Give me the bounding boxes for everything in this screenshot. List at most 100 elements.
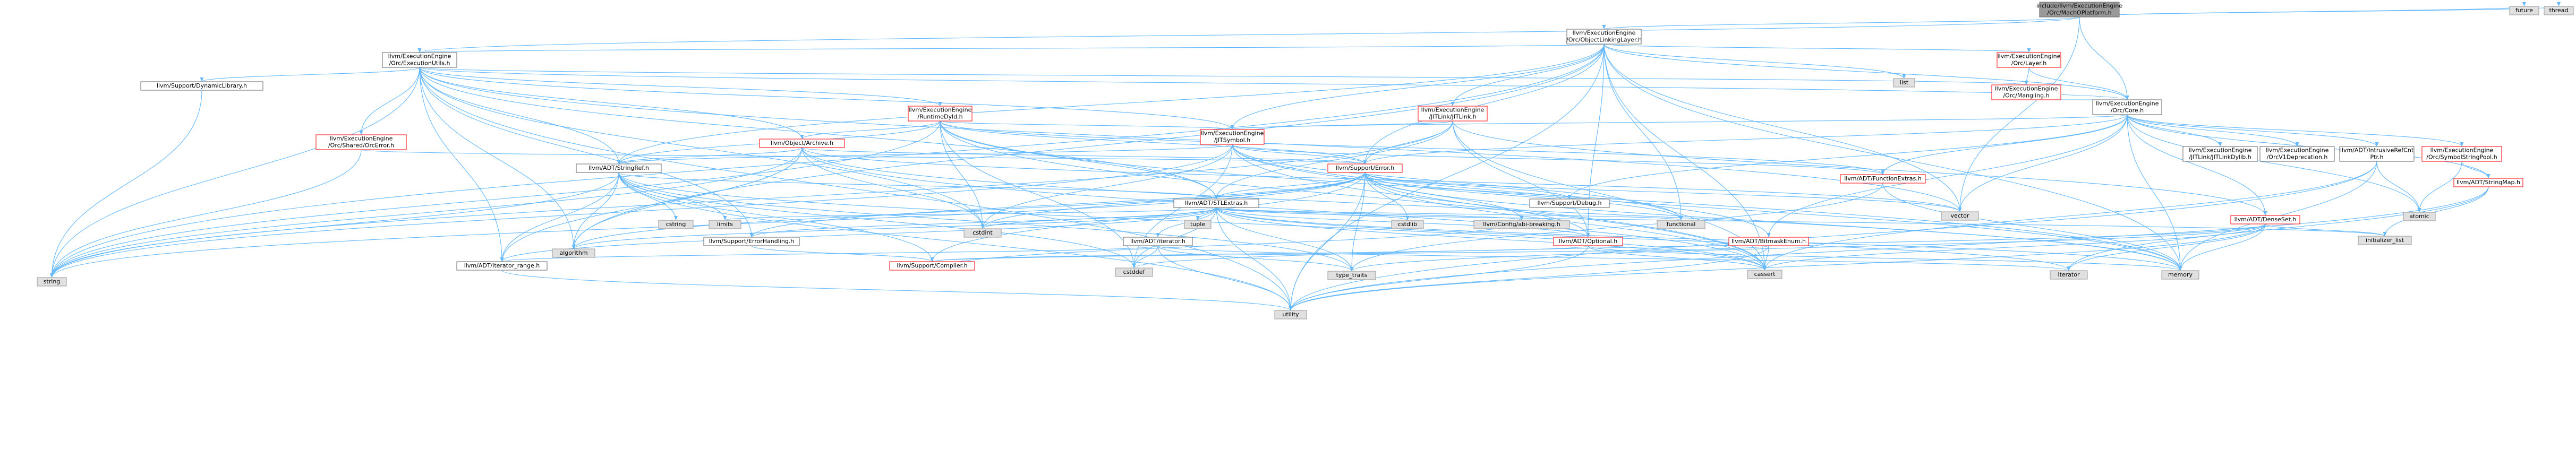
node-jitlink[interactable]: llvm/ExecutionEngine/JITLink/JITLink.h [1418, 106, 1488, 122]
dependency-edge [51, 144, 1233, 278]
node-cassert[interactable]: cassert [1747, 270, 1782, 279]
node-future[interactable]: future [2509, 6, 2539, 15]
dependency-edge [2265, 223, 2385, 237]
node-label: llvm/ExecutionEngine [1995, 85, 2058, 92]
edge-arrowhead [2295, 142, 2299, 146]
dependency-edge [940, 120, 983, 229]
node-limits[interactable]: limits [709, 220, 741, 229]
dependency-edge [1216, 207, 2069, 271]
dependency-edge [1588, 44, 1605, 238]
node-tuple[interactable]: tuple [1184, 220, 1212, 229]
node-box [1566, 29, 1642, 45]
node-mangling[interactable]: llvm/ExecutionEngine/Orc/Mangling.h [1991, 84, 2061, 100]
edge-arrowhead [1230, 125, 1234, 129]
dependency-edge [2079, 6, 2560, 18]
node-stringmap[interactable]: llvm/ADT/StringMap.h [2453, 178, 2523, 187]
node-label: /Orc/SymbolStringPool.h [2426, 154, 2497, 161]
node-funcextras[interactable]: llvm/ADT/FunctionExtras.h [1840, 174, 1926, 184]
edge-arrowhead [1763, 266, 1767, 270]
node-box [1941, 211, 1979, 221]
node-box [2358, 236, 2412, 245]
node-jitlinkdylib[interactable]: llvm/ExecutionEngine/JITLink/JITLinkDyli… [2182, 146, 2258, 162]
node-box [709, 220, 741, 229]
node-utility[interactable]: utility [1274, 310, 1307, 319]
node-box [576, 163, 662, 173]
node-label: cstdlib [1398, 221, 1417, 228]
node-label: /Orc/MachOPlatform.h [2047, 10, 2111, 16]
node-box [1274, 310, 1307, 319]
edge-arrowhead [749, 233, 754, 237]
node-label: llvm/Config/abi-breaking.h [1483, 221, 1560, 228]
node-box [552, 248, 595, 258]
node-orcv1[interactable]: llvm/ExecutionEngine/OrcV1Deprecation.h [2259, 146, 2335, 162]
node-sharedorc[interactable]: llvm/ExecutionEngine/Orc/Shared/OrcError… [315, 134, 407, 150]
dependency-edge [419, 67, 1233, 130]
node-cstdint[interactable]: cstdint [963, 228, 1002, 238]
dependency-edge [940, 120, 1233, 130]
node-supporterror[interactable]: llvm/Support/Error.h [1327, 163, 1403, 173]
node-cstdlib[interactable]: cstdlib [1391, 220, 1424, 229]
dependency-edge [1232, 144, 1765, 271]
edge-arrowhead [1405, 216, 1410, 220]
node-eu[interactable]: llvm/ExecutionEngine/Orc/ExecutionUtils.… [382, 52, 457, 68]
dependency-edge [618, 172, 677, 221]
edge-arrowhead [1363, 160, 1367, 164]
dependency-edge [2180, 223, 2266, 271]
node-stringref[interactable]: llvm/ADT/StringRef.h [576, 163, 662, 173]
node-errhandling[interactable]: llvm/Support/ErrorHandling.h [703, 237, 800, 246]
edge-arrowhead [1156, 233, 1160, 237]
node-cstddef[interactable]: cstddef [1115, 267, 1153, 277]
node-label: iterator [2058, 271, 2080, 278]
node-stlextras[interactable]: llvm/ADT/STLExtras.h [1173, 198, 1259, 208]
dependency-edge [618, 44, 1605, 165]
node-bitmask[interactable]: llvm/ADT/BitmaskEnum.h [1728, 237, 1809, 246]
node-layer[interactable]: llvm/ExecutionEngine/Orc/Layer.h [1997, 52, 2061, 68]
node-configbreak[interactable]: llvm/Config/abi-breaking.h [1473, 220, 1570, 229]
node-vector[interactable]: vector [1941, 211, 1979, 221]
dependency-edge [51, 172, 1366, 278]
node-memory[interactable]: memory [2161, 270, 2199, 280]
node-core[interactable]: llvm/ExecutionEngine/Orc/Core.h [2092, 99, 2162, 115]
node-algorithm[interactable]: algorithm [552, 248, 595, 258]
edge-arrowhead [938, 102, 942, 106]
node-cstring[interactable]: cstring [658, 220, 694, 229]
node-atomic[interactable]: atomic [2403, 212, 2436, 221]
node-label: llvm/ADT/StringRef.h [588, 165, 649, 171]
node-label: llvm/Support/Debug.h [1538, 200, 1602, 206]
dependency-edge [361, 149, 1366, 165]
node-thread[interactable]: thread [2544, 6, 2574, 15]
node-rtdyld[interactable]: llvm/ExecutionEngine/RuntimeDyld.h [908, 106, 973, 122]
node-box [963, 228, 1002, 238]
node-box [889, 261, 975, 271]
node-compiler[interactable]: llvm/Support/Compiler.h [889, 261, 975, 271]
node-iterator[interactable]: llvm/ADT/iterator.h [1123, 237, 1193, 246]
dependency-edge [419, 67, 1291, 311]
node-root[interactable]: include/llvm/ExecutionEngine/Orc/MachOPl… [2036, 2, 2123, 18]
node-jitsym[interactable]: llvm/ExecutionEngine/JITSymbol.h [1200, 129, 1265, 145]
node-iteratorstd[interactable]: iterator [2050, 270, 2088, 280]
node-symstrpool[interactable]: llvm/ExecutionEngine/Orc/SymbolStringPoo… [2421, 146, 2502, 162]
node-functional[interactable]: functional [1657, 220, 1705, 229]
node-layer: include/llvm/ExecutionEngine/Orc/MachOPl… [37, 2, 2574, 319]
dependency-edge [419, 67, 803, 140]
dependency-edge [1216, 172, 1366, 200]
node-suppdebug[interactable]: llvm/Support/Debug.h [1529, 198, 1610, 208]
node-list[interactable]: list [1893, 78, 1915, 88]
node-label: llvm/Support/Compiler.h [897, 262, 967, 269]
node-oll[interactable]: llvm/ExecutionEngine/Orc/ObjectLinkingLa… [1566, 29, 1642, 45]
node-string[interactable]: string [37, 277, 67, 287]
node-iterrange[interactable]: llvm/ADT/iterator_range.h [456, 261, 548, 271]
node-dynlib[interactable]: llvm/Support/DynamicLibrary.h [140, 81, 263, 91]
node-objarch[interactable]: llvm/Object/Archive.h [759, 139, 845, 148]
dependency-edge [419, 16, 2080, 53]
node-typetraits[interactable]: type_traits [1327, 271, 1376, 280]
dependency-edge [1157, 245, 2069, 271]
dependency-edge [2384, 186, 2489, 237]
node-densemap[interactable]: llvm/ADT/DenseSet.h [2230, 215, 2300, 224]
edge-arrowhead [2178, 266, 2182, 271]
node-optional[interactable]: llvm/ADT/Optional.h [1553, 237, 1623, 246]
node-box [2544, 6, 2574, 15]
node-label: llvm/ExecutionEngine [1421, 107, 1485, 114]
node-initlist[interactable]: initializer_list [2358, 236, 2412, 245]
